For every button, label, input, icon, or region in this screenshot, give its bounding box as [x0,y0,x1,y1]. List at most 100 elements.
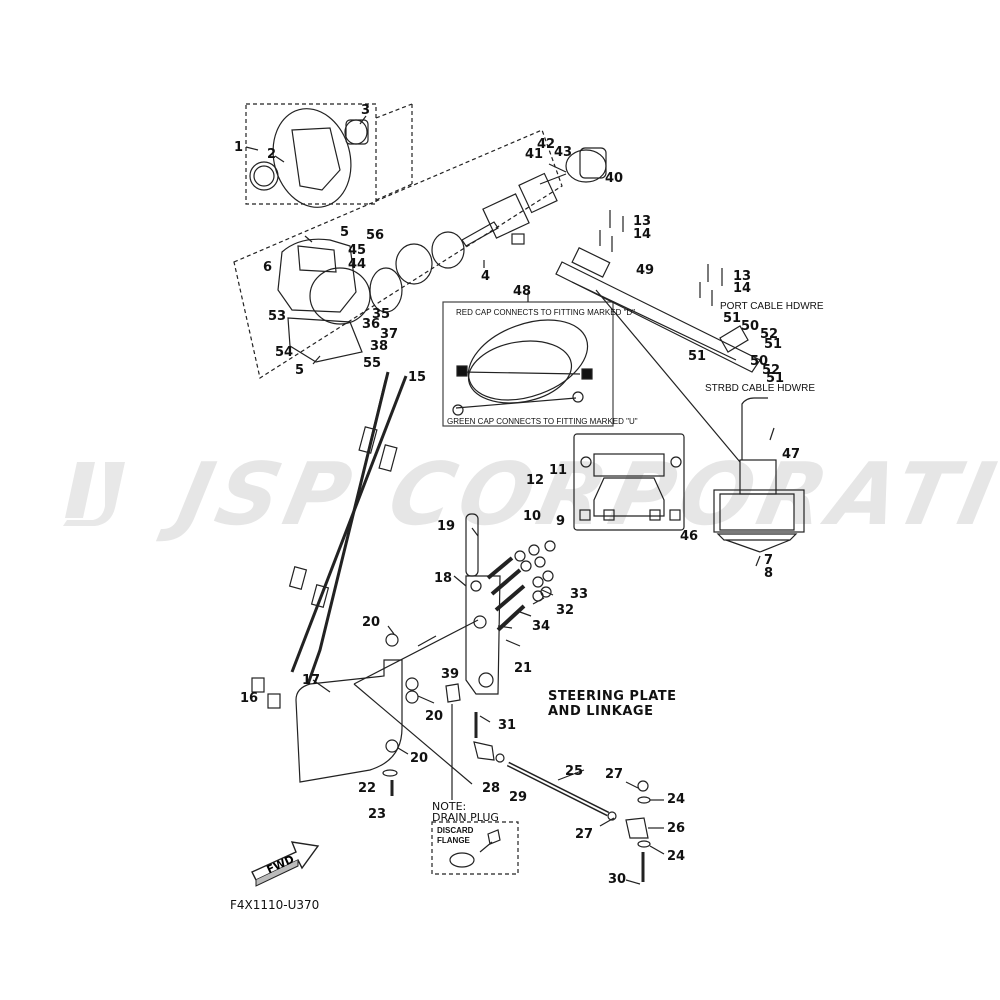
callout-15[interactable]: 15 [408,370,427,385]
diagram-title-line-2: AND LINKAGE [548,703,654,719]
callout-28[interactable]: 28 [482,781,501,796]
hose-red-cap-note: RED CAP CONNECTS TO FITTING MARKED "D" [456,308,636,317]
callout-23[interactable]: 23 [368,807,387,822]
callout-31[interactable]: 31 [498,718,517,733]
callout-40[interactable]: 40 [605,171,624,186]
callout-27-bottom[interactable]: 27 [575,827,594,842]
callout-21[interactable]: 21 [514,661,533,676]
callout-5-top[interactable]: 5 [340,225,350,240]
callout-17[interactable]: 17 [302,673,321,688]
part-diagram-code: F4X1110-U370 [230,898,320,912]
hose-green-cap-note: GREEN CAP CONNECTS TO FITTING MARKED "U" [447,417,638,426]
hose-coil [467,319,589,401]
callout-14-bottom[interactable]: 14 [733,281,752,296]
callout-20-top[interactable]: 20 [362,615,381,630]
callout-8[interactable]: 8 [764,566,774,581]
steering-wheel-kit-box [245,103,377,205]
cable-end-left [251,677,265,693]
cable-end-right [267,693,281,709]
callout-34[interactable]: 34 [532,619,551,634]
callout-7[interactable]: 7 [764,553,774,568]
helm-pump [482,193,530,239]
callout-51-c[interactable]: 51 [688,349,707,364]
callout-2[interactable]: 2 [267,147,277,162]
hydraulic-pump [739,459,777,495]
drain-plug-note-box [431,821,519,875]
callout-48[interactable]: 48 [513,284,532,299]
callout-29[interactable]: 29 [509,790,528,805]
steering-cylinder [555,261,761,373]
helm-bearing [309,267,371,325]
callout-3[interactable]: 3 [361,103,371,118]
callout-10[interactable]: 10 [523,509,542,524]
callout-45[interactable]: 45 [348,243,367,258]
callout-35[interactable]: 35 [372,307,391,322]
callout-20-middle[interactable]: 20 [425,709,444,724]
callout-49[interactable]: 49 [636,263,655,278]
controller-module [573,433,685,531]
port-cable-note: PORT CABLE HDWRE [720,301,824,312]
helm-clip [511,233,525,245]
callout-44[interactable]: 44 [348,257,367,272]
callout-36[interactable]: 36 [362,317,381,332]
callout-50-bottom[interactable]: 50 [750,354,769,369]
callout-38[interactable]: 38 [370,339,389,354]
callout-54[interactable]: 54 [275,345,294,360]
callout-50-top[interactable]: 50 [741,319,760,334]
callout-32[interactable]: 32 [556,603,575,618]
callout-41[interactable]: 41 [525,147,544,162]
callout-24-top[interactable]: 24 [667,792,686,807]
callout-53[interactable]: 53 [268,309,287,324]
steering-shaft [465,513,479,577]
callout-18[interactable]: 18 [434,571,453,586]
callout-19[interactable]: 19 [437,519,456,534]
callout-37[interactable]: 37 [380,327,399,342]
callout-42[interactable]: 42 [537,137,556,152]
callout-55[interactable]: 55 [363,356,382,371]
callout-14-top[interactable]: 14 [633,227,652,242]
flange-note: FLANGE [437,836,470,845]
callout-52-top[interactable]: 52 [760,327,779,342]
callout-39[interactable]: 39 [441,667,460,682]
diagram-title-line-1: STEERING PLATE [548,689,677,704]
helm-bezel [287,317,363,363]
callout-26[interactable]: 26 [667,821,686,836]
callout-5-bottom[interactable]: 5 [295,363,305,378]
callout-51-b[interactable]: 51 [764,337,783,352]
steering-cable-2 [290,375,408,673]
helm-housing [277,238,357,313]
discard-note: DISCARD [437,826,474,835]
callout-13-top[interactable]: 13 [633,214,652,229]
strbd-cable-note: STRBD CABLE HDWRE [705,383,816,394]
callout-27-top[interactable]: 27 [605,767,624,782]
callout-51-d[interactable]: 51 [766,371,785,386]
steering-plate [295,659,403,783]
callout-11[interactable]: 11 [549,463,568,478]
callout-4[interactable]: 4 [481,269,491,284]
helm-kit-box [233,129,563,379]
callout-25[interactable]: 25 [565,764,584,779]
callout-6[interactable]: 6 [263,260,273,275]
callout-1[interactable]: 1 [234,140,244,155]
drain-note-subtitle: DRAIN PLUG [432,811,499,824]
watermark-logo [63,462,125,526]
wheel-hub-nut [344,119,368,145]
callout-33[interactable]: 33 [570,587,589,602]
callout-20-bottom[interactable]: 20 [410,751,429,766]
callout-43[interactable]: 43 [554,145,573,160]
callout-47[interactable]: 47 [782,447,801,462]
callout-16[interactable]: 16 [240,691,259,706]
callout-13-bottom[interactable]: 13 [733,269,752,284]
callout-9[interactable]: 9 [556,514,566,529]
callout-12[interactable]: 12 [526,473,545,488]
callout-46[interactable]: 46 [680,529,699,544]
callout-22[interactable]: 22 [358,781,377,796]
callout-56[interactable]: 56 [366,228,385,243]
callout-24-bottom[interactable]: 24 [667,849,686,864]
callout-52-bottom[interactable]: 52 [762,363,781,378]
helm-shaft [461,221,499,247]
callout-51-a[interactable]: 51 [723,311,742,326]
diagram-title: STEERING PLATE AND LINKAGE [548,689,677,720]
callout-30[interactable]: 30 [608,872,627,887]
